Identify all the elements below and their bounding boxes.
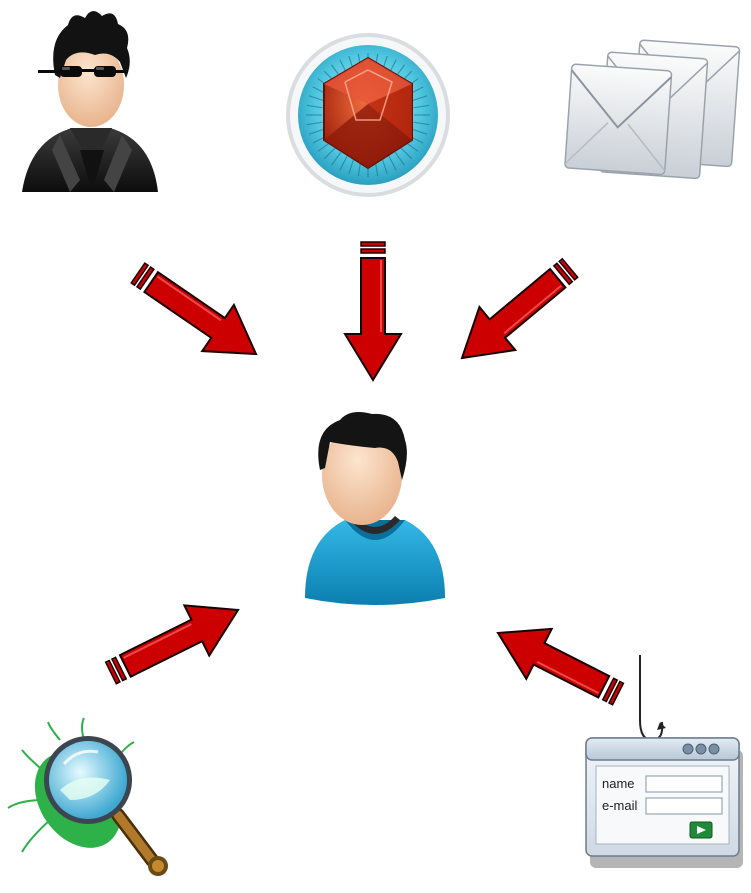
gem-ray <box>306 104 323 109</box>
form-email-label: e-mail <box>602 798 638 813</box>
arrow-spyware-to-victim <box>104 604 240 685</box>
arrow-malware-to-victim <box>343 241 403 382</box>
gem-ray <box>308 128 325 135</box>
gem-ray <box>339 155 348 171</box>
form-email-field <box>645 797 723 815</box>
arrow-spam-to-victim <box>460 257 579 360</box>
user-avatar-icon <box>305 412 445 605</box>
form-name-label: name <box>602 776 635 791</box>
red-gem-virus-badge-icon <box>286 33 450 197</box>
gem-ray <box>331 151 342 166</box>
stacked-envelopes-icon <box>564 39 741 180</box>
gem-ray <box>413 104 430 109</box>
gem-ray <box>413 121 430 126</box>
arrows-layer <box>104 241 625 706</box>
arrow-hacker-to-victim <box>130 262 258 356</box>
gem-ray <box>394 151 405 166</box>
gem-ray <box>400 147 413 160</box>
gem-ray <box>308 95 325 102</box>
gem-ray <box>323 147 336 160</box>
bug-magnifying-glass-icon <box>7 717 168 876</box>
gem-ray <box>411 95 428 102</box>
form-name-field <box>645 775 723 793</box>
gem-ray <box>381 158 388 175</box>
gem-ray <box>348 158 355 175</box>
gem-ray <box>388 155 397 171</box>
gem-ray <box>306 121 323 126</box>
phishing-hook-form-icon: name e-mail <box>585 655 743 868</box>
arrow-phishing-to-victim <box>496 627 625 706</box>
gem-ray <box>411 128 428 135</box>
hacker-with-sunglasses-icon <box>22 10 158 192</box>
